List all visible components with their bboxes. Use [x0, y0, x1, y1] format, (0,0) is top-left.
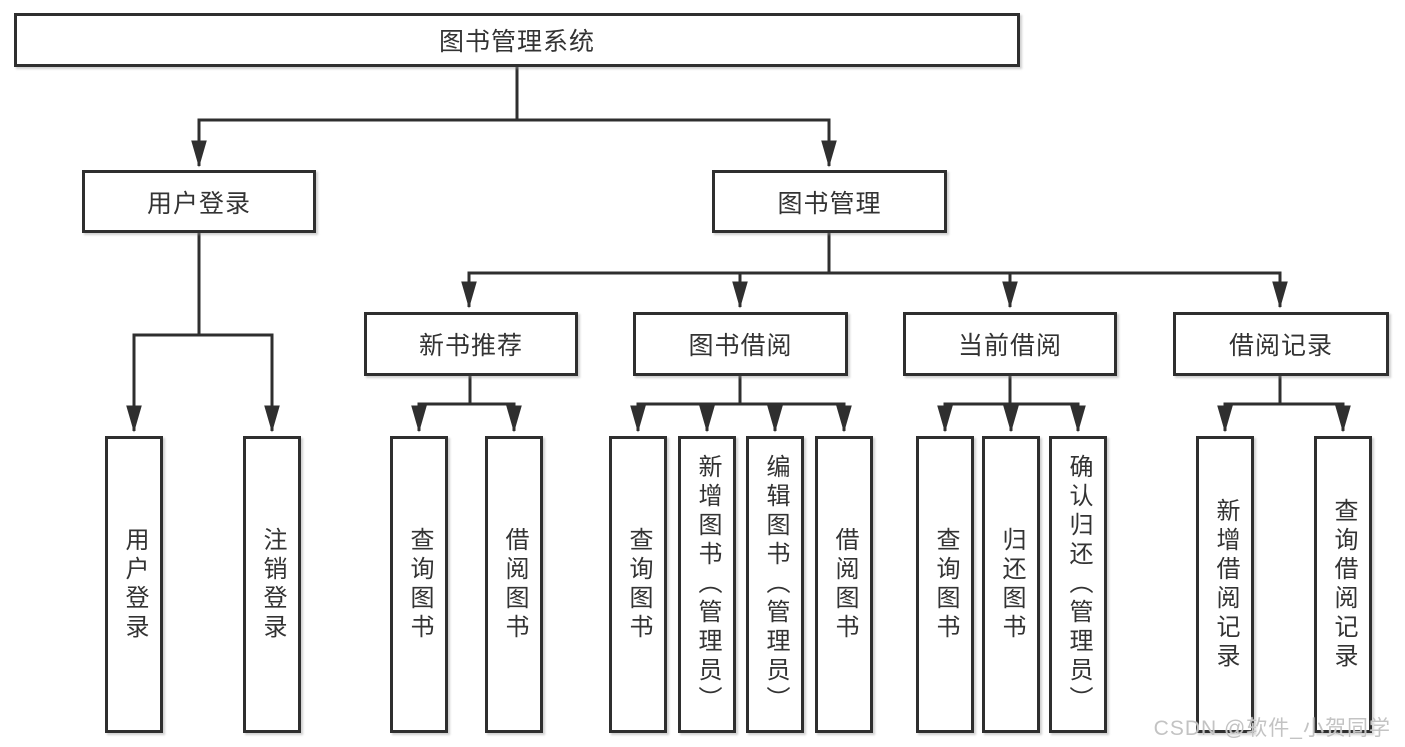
node-label: 图书管理 [777, 189, 882, 218]
leaf-add-book-admin: 新增图书（管理员） [678, 436, 736, 733]
node-label: 图书借阅 [688, 332, 793, 360]
node-current-borrowing: 当前借阅 [903, 312, 1117, 376]
node-label: 用户登录 [146, 189, 251, 218]
node-book-borrowing: 图书借阅 [633, 312, 848, 376]
leaf-logout: 注销登录 [243, 436, 301, 733]
node-label: 编辑图书（管理员） [762, 454, 789, 715]
node-root-system: 图书管理系统 [14, 13, 1020, 67]
leaf-query-borrow-record: 查询借阅记录 [1314, 436, 1372, 733]
node-label: 借阅记录 [1228, 332, 1333, 360]
node-label: 查询图书 [625, 526, 652, 643]
leaf-confirm-return-admin: 确认归还（管理员） [1049, 436, 1107, 733]
leaf-user-login: 用户登录 [105, 436, 163, 733]
node-label: 确认归还（管理员） [1065, 454, 1092, 715]
leaf-borrow-query-book: 查询图书 [609, 436, 667, 733]
csdn-watermark: CSDN @软件_小贺同学 [1153, 717, 1391, 740]
node-label: 查询图书 [932, 526, 959, 643]
leaf-borrow-book: 借阅图书 [815, 436, 873, 733]
node-label: 归还图书 [998, 526, 1025, 643]
node-label: 当前借阅 [957, 332, 1062, 360]
node-label: 用户登录 [121, 526, 148, 643]
node-book-management: 图书管理 [712, 170, 947, 233]
node-user-login: 用户登录 [82, 170, 316, 233]
node-label: 新增图书（管理员） [694, 454, 721, 715]
leaf-add-borrow-record: 新增借阅记录 [1196, 436, 1254, 733]
leaf-edit-book-admin: 编辑图书（管理员） [746, 436, 804, 733]
node-label: 注销登录 [259, 526, 286, 643]
leaf-current-query-book: 查询图书 [916, 436, 974, 733]
node-borrowing-records: 借阅记录 [1173, 312, 1389, 376]
node-label: 借阅图书 [501, 526, 528, 643]
node-label: 借阅图书 [831, 526, 858, 643]
leaf-return-book: 归还图书 [982, 436, 1040, 733]
node-label: 新书推荐 [418, 332, 523, 360]
node-label: 查询图书 [406, 526, 433, 643]
leaf-recommend-borrow-book: 借阅图书 [485, 436, 543, 733]
node-label: 图书管理系统 [438, 28, 595, 56]
node-new-book-recommend: 新书推荐 [364, 312, 578, 376]
node-label: 新增借阅记录 [1212, 497, 1239, 672]
node-label: 查询借阅记录 [1330, 497, 1357, 672]
leaf-recommend-query-book: 查询图书 [390, 436, 448, 733]
